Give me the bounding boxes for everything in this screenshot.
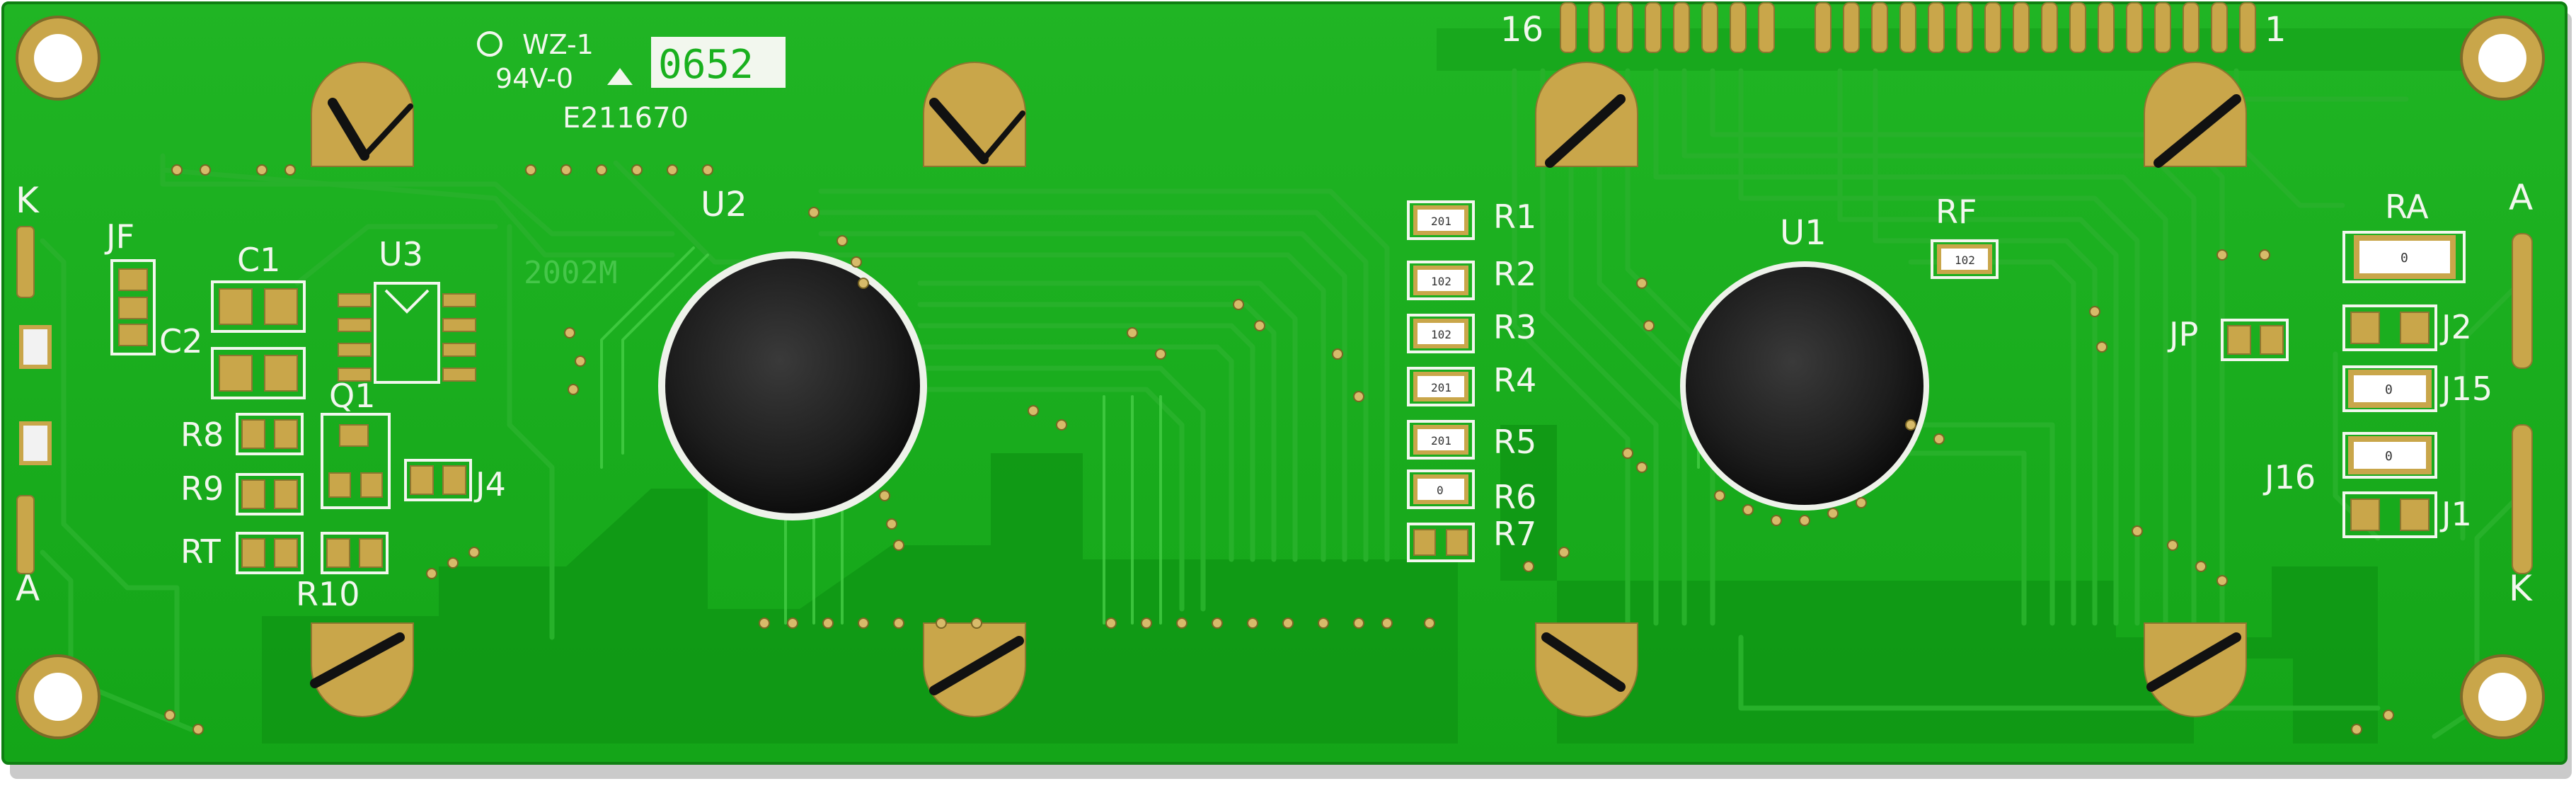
edge-label-a-left: A [16,568,40,609]
marking-2002m: 2002M [524,255,617,291]
label-r8: R8 [180,416,224,454]
label-r4: R4 [1493,361,1536,399]
label-c2: C2 [159,322,202,360]
label-r7: R7 [1493,515,1536,553]
label-r1: R1 [1493,198,1536,236]
marking-wz: WZ-1 [522,29,594,60]
pcb-traces [40,68,2522,739]
label-jf: JF [104,217,134,256]
bezel-tabs [310,62,2247,717]
marking-94v: 94V-0 [495,63,573,94]
code-rf: 102 [1955,254,1975,267]
label-ra: RA [2385,188,2429,226]
edge-label-k-left: K [16,180,40,221]
label-j16: J16 [2262,458,2316,496]
label-j2: J2 [2439,308,2472,346]
marking-code: 0652 [658,42,754,88]
code-r6: 0 [1437,484,1444,497]
label-u2: U2 [701,185,747,224]
edge-label-k-right: K [2509,568,2533,609]
code-r3: 102 [1431,328,1451,341]
label-j1: J1 [2439,495,2472,533]
label-c1: C1 [237,241,280,279]
code-r1: 201 [1431,215,1451,228]
header-pins [1560,2,2256,53]
label-r6: R6 [1493,478,1536,516]
label-q1: Q1 [329,377,375,415]
smd-parts [110,37,2466,574]
header-pin-16-label: 16 [1500,10,1543,50]
code-j16: 0 [2385,449,2393,464]
label-j15: J15 [2439,370,2492,408]
header-pin-1-label: 1 [2265,10,2287,50]
label-r2: R2 [1493,255,1536,293]
backlight-pads [16,226,2533,574]
label-j4: J4 [473,465,506,503]
code-r4: 201 [1431,381,1451,394]
label-rt: RT [180,532,222,571]
code-j15: 0 [2385,382,2393,397]
vias [164,164,2394,735]
label-u1: U1 [1780,213,1827,253]
silkscreen: 16 1 WZ-1 94V-0 E211670 0652 2002M K A A… [16,10,2533,613]
code-r2: 102 [1431,275,1451,288]
code-ra: 0 [2400,251,2408,266]
label-r10: R10 [296,575,360,613]
label-r5: R5 [1493,423,1536,461]
edge-label-a-right: A [2509,177,2533,218]
epoxy-blobs [658,251,1929,520]
label-rf: RF [1936,193,1977,231]
label-jp: JP [2167,315,2198,353]
label-r9: R9 [180,469,224,508]
mounting-holes [16,16,2545,739]
label-r3: R3 [1493,308,1536,346]
marking-e: E211670 [563,102,689,135]
label-u3: U3 [379,235,423,273]
code-r5: 201 [1431,434,1451,448]
